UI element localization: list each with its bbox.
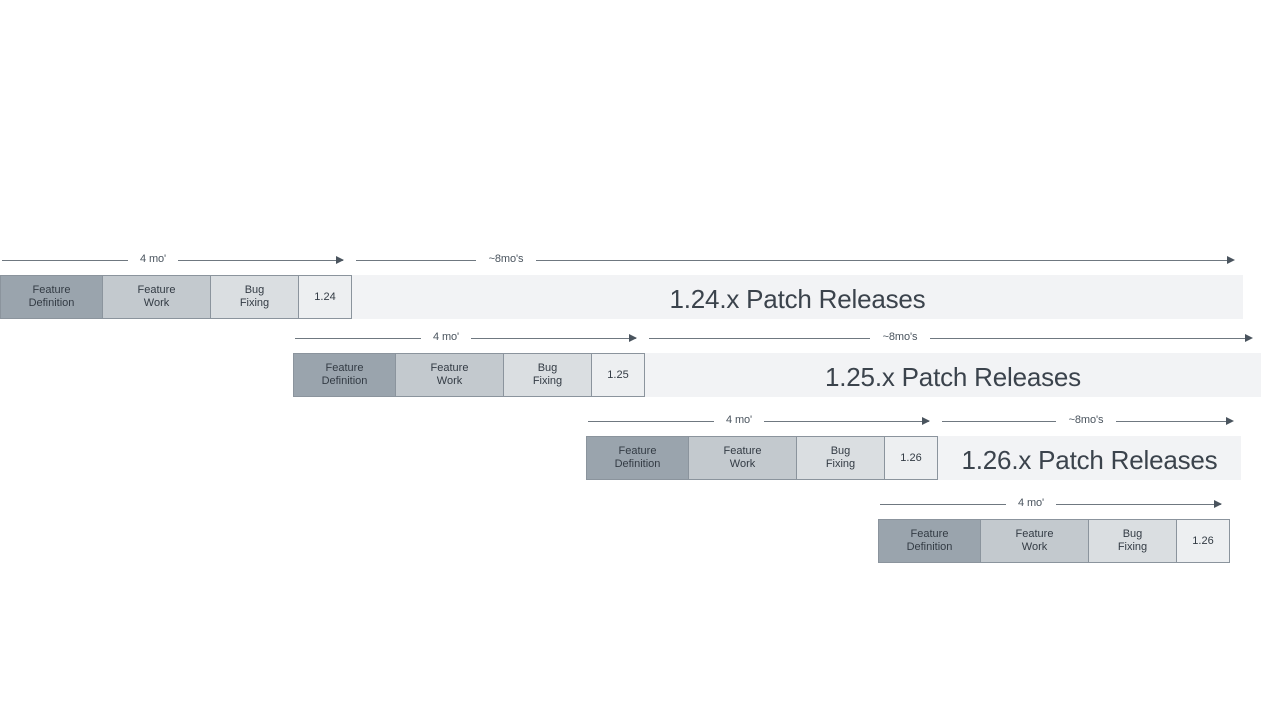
phase-label-line2: Work <box>1021 541 1048 553</box>
phase-box-feature-definition[interactable]: Feature Definition <box>0 275 103 319</box>
phase-label-line2: Definition <box>28 297 75 309</box>
phase-label-line2: Definition <box>321 375 368 387</box>
phase-track-1-26: Feature Definition Feature Work Bug Fixi… <box>586 436 938 480</box>
phase-box-bug-fixing[interactable]: Bug Fixing <box>503 353 592 397</box>
arrowhead-icon <box>629 334 637 342</box>
phase-box-feature-definition[interactable]: Feature Definition <box>586 436 689 480</box>
arrowhead-icon <box>1226 417 1234 425</box>
measure-dev-duration-1-26: 4 mo' <box>586 413 938 429</box>
measure-patch-duration-1-25: ~8mo's <box>645 330 1261 346</box>
phase-box-version[interactable]: 1.26 <box>884 436 938 480</box>
patch-band-1-26 <box>938 436 1241 480</box>
patch-band-label-1-24: 1.24.x Patch Releases <box>669 284 926 314</box>
version-label: 1.25 <box>607 368 629 381</box>
phase-box-version[interactable]: 1.26 <box>1176 519 1230 563</box>
phase-track-1-26-next: Feature Definition Feature Work Bug Fixi… <box>878 519 1230 563</box>
phase-label-line1: Bug <box>830 445 851 457</box>
measure-dev-duration-1-25: 4 mo' <box>293 330 645 346</box>
phase-label-line1: Feature <box>618 445 657 457</box>
phase-track-1-24: Feature Definition Feature Work Bug Fixi… <box>0 275 352 319</box>
patch-band-1-25 <box>645 353 1261 397</box>
phase-label-line2: Fixing <box>825 458 856 470</box>
phase-label-line1: Feature <box>325 362 364 374</box>
phase-label-line2: Work <box>729 458 756 470</box>
arrowhead-icon <box>1245 334 1253 342</box>
phase-box-feature-definition[interactable]: Feature Definition <box>293 353 396 397</box>
arrowhead-icon <box>336 256 344 264</box>
phase-box-bug-fixing[interactable]: Bug Fixing <box>210 275 299 319</box>
patch-band-label-1-26: 1.26.x Patch Releases <box>961 445 1218 475</box>
phase-box-version[interactable]: 1.24 <box>298 275 352 319</box>
phase-label-line1: Feature <box>723 445 762 457</box>
measure-dev-duration-1-24: 4 mo' <box>0 252 352 268</box>
phase-label-line1: Bug <box>537 362 558 374</box>
phase-label-line2: Definition <box>906 541 953 553</box>
phase-label-line1: Feature <box>137 284 176 296</box>
phase-box-version[interactable]: 1.25 <box>591 353 645 397</box>
version-label: 1.26 <box>900 451 922 464</box>
phase-label-line1: Bug <box>1122 528 1143 540</box>
phase-label-line2: Fixing <box>1117 541 1148 553</box>
measure-patch-duration-1-26: ~8mo's <box>938 413 1241 429</box>
patch-band-1-24 <box>352 275 1243 319</box>
arrowhead-icon <box>922 417 930 425</box>
phase-label-line1: Bug <box>244 284 265 296</box>
phase-box-bug-fixing[interactable]: Bug Fixing <box>1088 519 1177 563</box>
phase-label-line2: Fixing <box>239 297 270 309</box>
measure-patch-duration-1-24: ~8mo's <box>352 252 1243 268</box>
phase-box-feature-work[interactable]: Feature Work <box>688 436 797 480</box>
phase-label-line2: Work <box>143 297 170 309</box>
version-label: 1.24 <box>314 290 336 303</box>
phase-label-line1: Feature <box>430 362 469 374</box>
patch-band-label-1-25: 1.25.x Patch Releases <box>825 362 1081 392</box>
phase-box-feature-work[interactable]: Feature Work <box>102 275 211 319</box>
arrowhead-icon <box>1214 500 1222 508</box>
phase-box-feature-work[interactable]: Feature Work <box>980 519 1089 563</box>
arrowhead-icon <box>1227 256 1235 264</box>
phase-label-line1: Feature <box>32 284 71 296</box>
phase-label-line2: Definition <box>614 458 661 470</box>
phase-label-line1: Feature <box>1015 528 1054 540</box>
phase-box-bug-fixing[interactable]: Bug Fixing <box>796 436 885 480</box>
phase-box-feature-work[interactable]: Feature Work <box>395 353 504 397</box>
phase-box-feature-definition[interactable]: Feature Definition <box>878 519 981 563</box>
version-label: 1.26 <box>1192 534 1214 547</box>
measure-dev-duration-1-26-next: 4 mo' <box>878 496 1230 512</box>
phase-label-line2: Work <box>436 375 463 387</box>
phase-label-line2: Fixing <box>532 375 563 387</box>
phase-label-line1: Feature <box>910 528 949 540</box>
phase-track-1-25: Feature Definition Feature Work Bug Fixi… <box>293 353 645 397</box>
